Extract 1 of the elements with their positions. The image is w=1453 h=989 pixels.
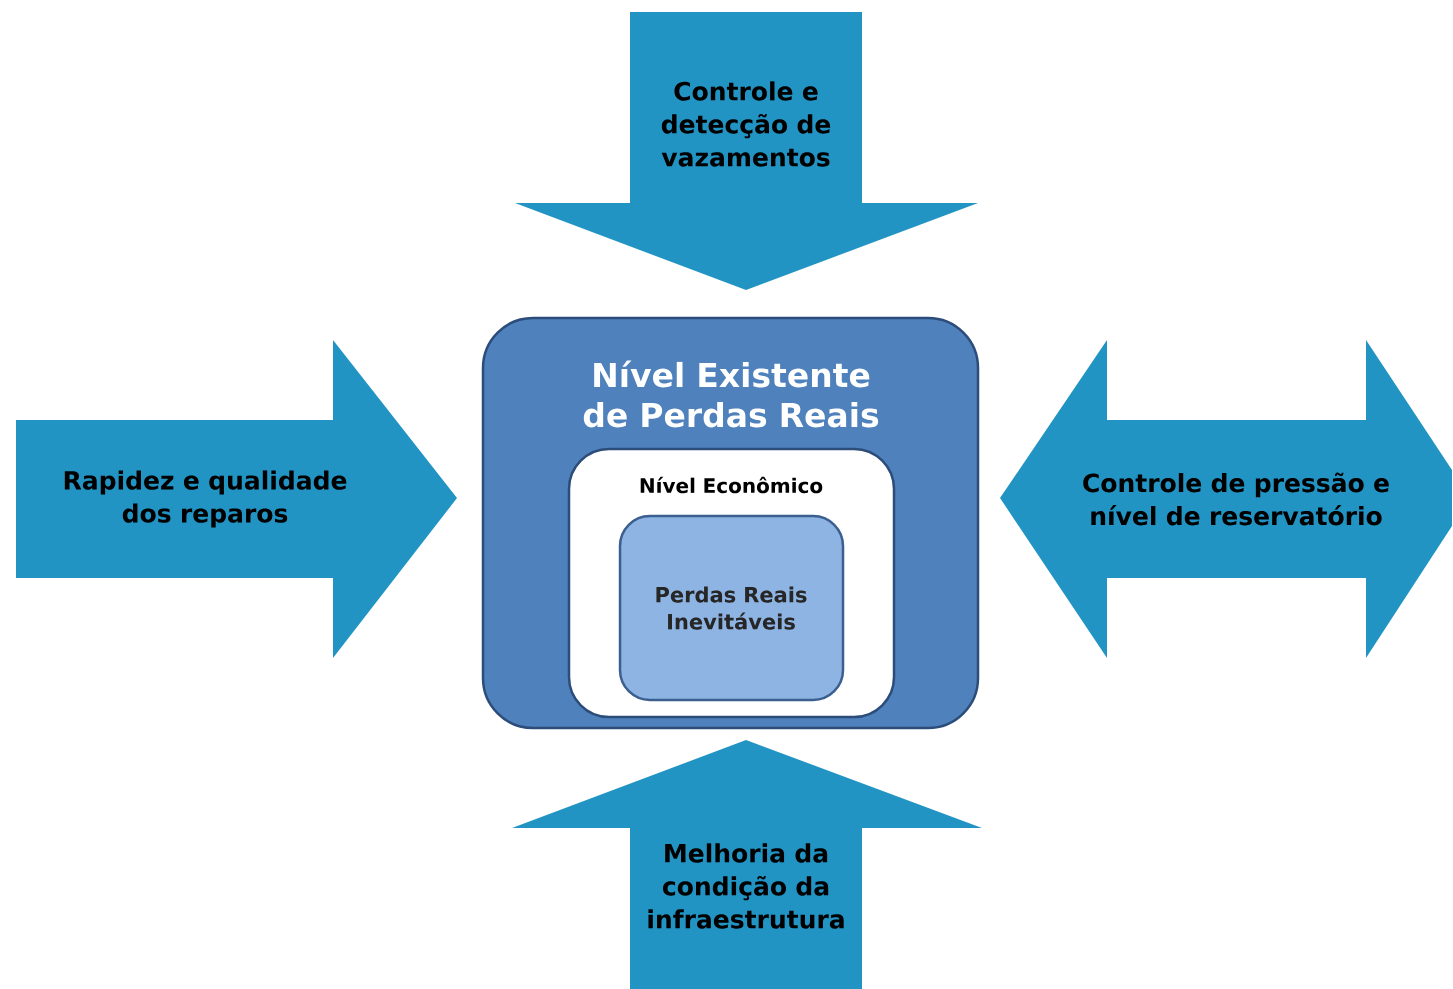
rounded-box: Perdas Reais Inevitáveis (618, 514, 845, 702)
